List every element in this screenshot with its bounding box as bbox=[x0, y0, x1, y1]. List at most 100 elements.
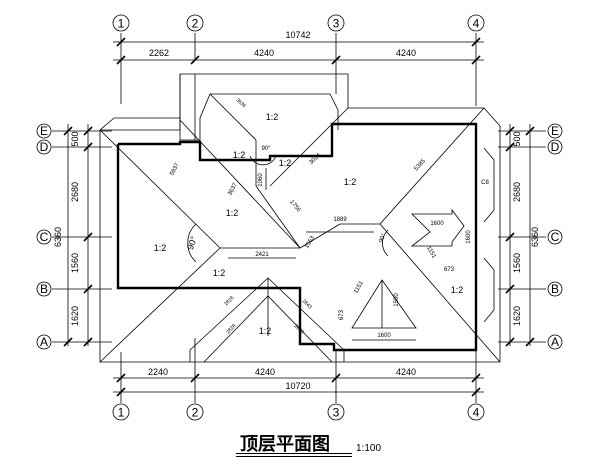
dim-right-total: 6360 bbox=[530, 227, 540, 247]
dimension-lines bbox=[63, 37, 535, 397]
angle-label: 90° bbox=[379, 232, 388, 243]
scale-label: 1:100 bbox=[356, 443, 382, 454]
dim-right-500: 500 bbox=[512, 131, 522, 146]
dim-bottom-total: 10720 bbox=[285, 381, 310, 391]
dim-right-1620: 1620 bbox=[512, 306, 522, 326]
dim-top-seg-3: 4240 bbox=[396, 48, 416, 58]
svg-text:1: 1 bbox=[118, 17, 125, 31]
slope-label: 1:2 bbox=[213, 268, 226, 278]
dim-1756: 1756 bbox=[288, 199, 302, 214]
dim-1600a: 1600 bbox=[430, 221, 444, 227]
dim-1600c: 1600 bbox=[377, 333, 391, 339]
dim-1889: 1889 bbox=[333, 217, 347, 223]
axis-bubble-left-A: A bbox=[36, 334, 52, 350]
dim-right-1560: 1560 bbox=[512, 253, 522, 273]
axis-bubble-right-B: B bbox=[547, 281, 563, 297]
axis-bubble-top-2: 2 bbox=[186, 14, 204, 32]
dim-left-1560: 1560 bbox=[70, 253, 80, 273]
dim-5385: 5385 bbox=[414, 158, 428, 172]
axis-bubble-bottom-4: 4 bbox=[467, 403, 485, 421]
dim-673a: 673 bbox=[444, 267, 455, 273]
svg-text:E: E bbox=[40, 124, 48, 138]
dim-2828a: 2828 bbox=[223, 295, 235, 307]
dim-3024: 3024 bbox=[308, 152, 322, 166]
dim-3637: 3637 bbox=[227, 182, 239, 197]
slope-label: 1:2 bbox=[451, 285, 464, 295]
slope-label: 1:2 bbox=[279, 158, 292, 168]
title-underline bbox=[236, 456, 352, 457]
axis-bubble-left-B: B bbox=[36, 281, 52, 297]
dim-bottom-seg-2: 4240 bbox=[255, 367, 275, 377]
dim-left-1620: 1620 bbox=[70, 306, 80, 326]
dim-left-500: 500 bbox=[70, 131, 80, 146]
dim-right-2680: 2680 bbox=[512, 182, 522, 202]
svg-text:A: A bbox=[40, 335, 48, 349]
axis-bubble-left-C: C bbox=[36, 229, 52, 245]
dim-2828c: 2828 bbox=[293, 323, 305, 335]
angle-label: 90° bbox=[185, 235, 199, 252]
svg-text:D: D bbox=[551, 140, 560, 154]
svg-text:A: A bbox=[551, 335, 559, 349]
svg-text:B: B bbox=[40, 282, 48, 296]
slope-label: 1:2 bbox=[154, 243, 167, 253]
axis-bubble-top-3: 3 bbox=[327, 14, 345, 32]
svg-text:D: D bbox=[40, 140, 49, 154]
axis-bubble-bottom-3: 3 bbox=[327, 403, 345, 421]
dim-5937: 5937 bbox=[169, 162, 181, 177]
axis-bubble-left-E: E bbox=[36, 123, 52, 139]
dim-1600b: 1600 bbox=[466, 230, 472, 244]
axis-bubble-left-D: D bbox=[36, 139, 52, 155]
dim-bottom-seg-3: 4240 bbox=[396, 367, 416, 377]
svg-text:3: 3 bbox=[333, 406, 340, 420]
axis-bubble-bottom-1: 1 bbox=[112, 403, 130, 421]
dim-2421: 2421 bbox=[255, 252, 269, 258]
axis-bubble-right-A: A bbox=[547, 334, 563, 350]
svg-text:C: C bbox=[40, 230, 49, 244]
roof-ridges bbox=[99, 93, 501, 363]
dim-673b: 673 bbox=[339, 309, 345, 320]
dim-left-2680: 2680 bbox=[70, 182, 80, 202]
svg-text:1: 1 bbox=[118, 406, 125, 420]
axis-bubble-top-4: 4 bbox=[467, 14, 485, 32]
axis-bubble-top-1: 1 bbox=[112, 14, 130, 32]
angle-label: 90° bbox=[261, 146, 271, 152]
svg-text:2: 2 bbox=[192, 17, 199, 31]
svg-text:B: B bbox=[551, 282, 559, 296]
page-title: 顶层平面图 bbox=[240, 434, 330, 455]
dim-bottom-seg-1: 2240 bbox=[148, 367, 168, 377]
angle-arc bbox=[187, 223, 197, 263]
bay-label: C8 bbox=[481, 180, 489, 186]
dim-top-total: 10742 bbox=[285, 30, 310, 40]
angle-arc bbox=[382, 229, 389, 257]
dim-3636: 3636 bbox=[235, 97, 247, 109]
dim-left-total: 6360 bbox=[53, 227, 63, 247]
slope-label: 1:2 bbox=[226, 208, 239, 218]
title-underline bbox=[236, 453, 352, 454]
slope-label: 1:2 bbox=[259, 326, 272, 336]
dim-1500: 1500 bbox=[394, 293, 400, 307]
axis-bubble-bottom-2: 2 bbox=[186, 403, 204, 421]
svg-text:3: 3 bbox=[333, 17, 340, 31]
axis-bubble-right-C: C bbox=[547, 229, 563, 245]
svg-text:4: 4 bbox=[473, 17, 480, 31]
dim-top-seg-2: 4240 bbox=[254, 48, 274, 58]
slope-label: 1:2 bbox=[233, 150, 246, 160]
grid-lines bbox=[52, 33, 546, 403]
svg-text:C: C bbox=[551, 230, 560, 244]
roof-outline bbox=[99, 73, 501, 363]
dim-1553: 1553 bbox=[304, 235, 316, 250]
svg-text:E: E bbox=[551, 124, 559, 138]
angle-arc bbox=[249, 155, 277, 166]
axis-bubble-right-E: E bbox=[547, 123, 563, 139]
slope-label: 1:2 bbox=[344, 177, 357, 187]
slope-label: 1:2 bbox=[266, 112, 279, 122]
dim-1060: 1060 bbox=[258, 173, 264, 187]
dim-1151a: 1151 bbox=[425, 245, 437, 260]
axis-bubble-right-D: D bbox=[547, 139, 563, 155]
dim-top-seg-1: 2262 bbox=[149, 48, 169, 58]
dim-1151b: 1151 bbox=[353, 280, 365, 295]
svg-text:2: 2 bbox=[192, 406, 199, 420]
dim-2843: 2843 bbox=[301, 298, 313, 310]
svg-text:4: 4 bbox=[473, 406, 480, 420]
